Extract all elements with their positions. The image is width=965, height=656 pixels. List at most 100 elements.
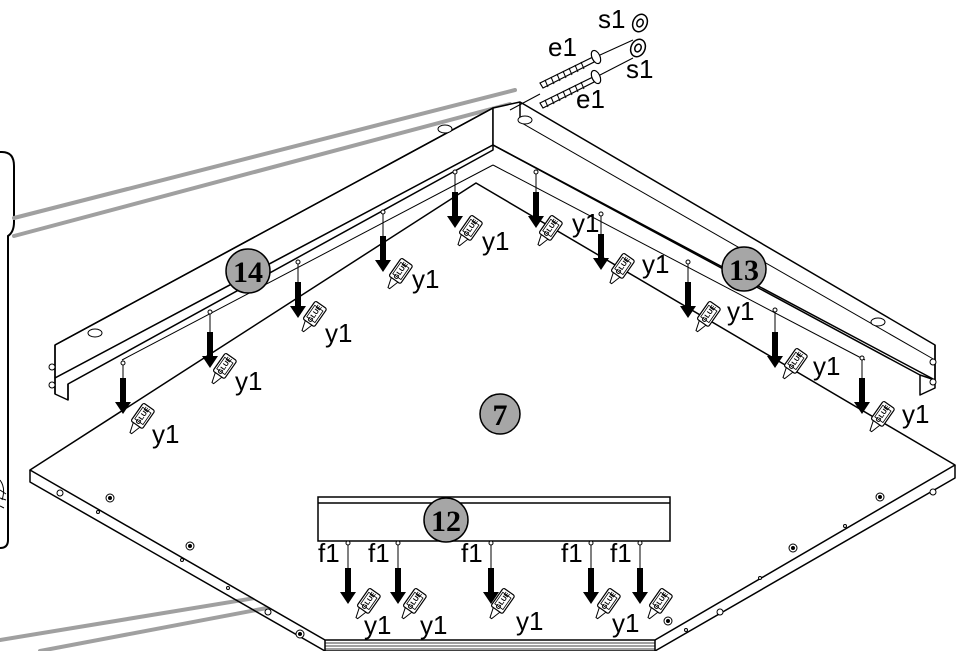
glue-bottle-icon: GLUE <box>695 301 721 333</box>
insert-arrow <box>583 568 599 604</box>
insert-arrow <box>632 568 648 604</box>
label-y1: y1 <box>642 249 669 279</box>
callout-frame-left <box>0 151 15 549</box>
dowel-hole <box>120 360 126 366</box>
glue-bottle-icon: GLUE <box>401 588 427 620</box>
insert-arrow <box>375 236 391 272</box>
hardware-guide-lines <box>509 93 541 111</box>
label-s1-bottom: s1 <box>626 54 653 84</box>
insert-arrow <box>854 378 870 414</box>
label-f1: f1 <box>318 538 340 568</box>
dowel-hole <box>395 540 401 546</box>
screw-e1-top <box>539 39 634 89</box>
part-badge-13: 13 <box>721 246 767 292</box>
insert-arrow <box>528 192 544 228</box>
label-f1: f1 <box>461 538 483 568</box>
glue-bottle-icon: GLUE <box>609 253 635 285</box>
insert-arrow <box>767 332 783 368</box>
label-f1: f1 <box>368 538 390 568</box>
rail-13-details <box>517 115 937 386</box>
glue-bottle-icon: GLUE <box>595 588 621 620</box>
dowel-hole <box>685 259 691 265</box>
rail-12 <box>317 496 671 542</box>
glue-bottle-icon: GLUE <box>301 301 327 333</box>
dowel-hole <box>488 540 494 546</box>
label-y1: y1 <box>727 296 754 326</box>
dowel-hole <box>345 540 351 546</box>
label-y1: y1 <box>612 608 639 638</box>
dowel-hole <box>588 540 594 546</box>
dowel-hole <box>772 307 778 313</box>
label-y1: y1 <box>152 419 179 449</box>
label-y1: y1 <box>482 226 509 256</box>
base-holes <box>56 488 937 639</box>
label-e1-top: e1 <box>548 32 577 62</box>
glue-bottle-icon: GLUE <box>489 588 515 620</box>
dowel-hole <box>207 309 213 315</box>
dowel-hole <box>295 259 301 265</box>
rail-inner-edges <box>121 164 866 361</box>
label-y1: y1 <box>412 264 439 294</box>
label-y1: y1 <box>325 318 352 348</box>
glue-bottle-icon: GLUE <box>537 215 563 247</box>
glue-point: GLUE y1 <box>528 169 599 247</box>
glue-bottle-icon: GLUE <box>211 353 237 385</box>
label-y1: y1 <box>364 610 391 640</box>
insert-arrow <box>390 568 406 604</box>
label-y1: y1 <box>420 610 447 640</box>
insert-arrow <box>680 282 696 318</box>
part-number-13: 13 <box>729 254 759 287</box>
label-e1-bottom: e1 <box>576 84 605 114</box>
label-y1: y1 <box>572 208 599 238</box>
glue-point: GLUE y1 <box>593 211 669 285</box>
front-edge-strip <box>325 642 655 650</box>
screw-e1-bottom <box>539 57 634 109</box>
dowel-hole <box>637 540 643 546</box>
dowel-hole <box>859 355 865 361</box>
label-s1-top: s1 <box>598 4 625 34</box>
insert-arrow <box>202 332 218 368</box>
part-badge-12: 12 <box>423 497 469 543</box>
dowel-hole <box>452 169 458 175</box>
dowel-hole <box>533 169 539 175</box>
insert-arrow <box>447 192 463 228</box>
part-number-7: 7 <box>493 399 508 432</box>
label-y1: y1 <box>902 399 929 429</box>
glue-bottle-icon: GLUE <box>647 588 673 620</box>
part-number-12: 12 <box>431 505 461 538</box>
part-number-14: 14 <box>233 256 263 289</box>
dowel-hole <box>380 209 386 215</box>
insert-arrow <box>593 234 609 270</box>
label-f1: f1 <box>561 538 583 568</box>
label-f1: f1 <box>610 538 632 568</box>
washer-s1 <box>629 13 649 58</box>
glue-bottle-icon: GLUE <box>387 258 413 290</box>
insert-arrow <box>483 568 499 604</box>
insert-arrow <box>290 282 306 318</box>
dowel-hole <box>598 211 604 217</box>
insert-arrow <box>115 378 131 414</box>
glue-bottle-icon: GLUE <box>129 403 155 435</box>
label-y1: y1 <box>516 606 543 636</box>
label-y1: y1 <box>813 351 840 381</box>
glue-bottle-icon: GLUE <box>782 348 808 380</box>
glue-point: GLUE f1 <box>610 538 673 620</box>
insert-arrow <box>340 568 356 604</box>
part-badge-14: 14 <box>225 248 271 294</box>
label-y1: y1 <box>235 366 262 396</box>
glue-bottle-icon: GLUE <box>355 588 381 620</box>
